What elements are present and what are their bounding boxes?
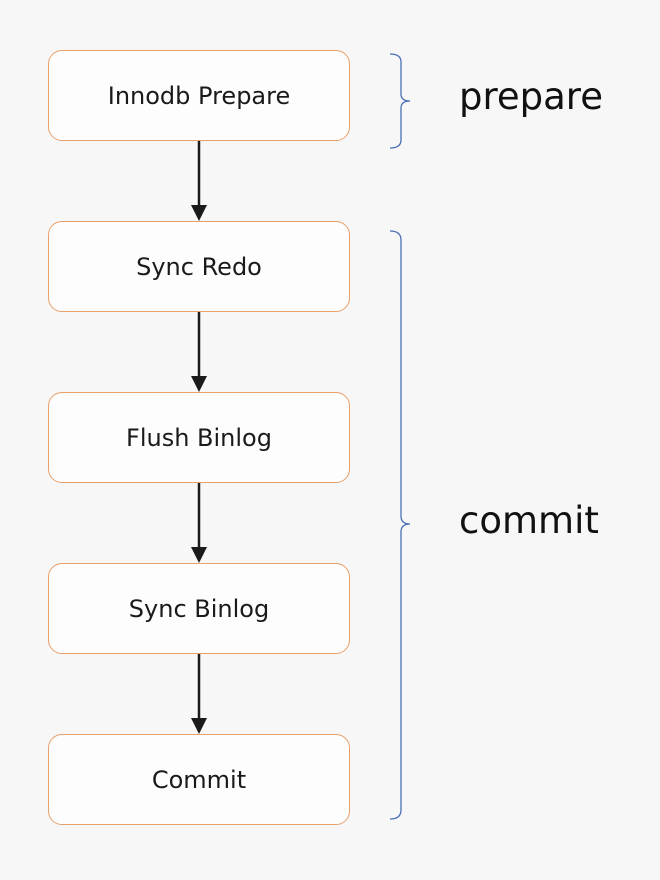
step-commit: Commit (48, 734, 350, 825)
step-sync-redo: Sync Redo (48, 221, 350, 312)
arrowhead-4 (191, 718, 207, 734)
phase-label-commit: commit (459, 499, 599, 542)
step-label: Flush Binlog (126, 423, 272, 452)
arrowhead-2 (191, 376, 207, 392)
prepare-brace (389, 53, 411, 149)
phase-label-prepare: prepare (459, 75, 603, 118)
step-label: Commit (151, 765, 247, 794)
step-label: Innodb Prepare (107, 81, 291, 110)
step-flush-binlog: Flush Binlog (48, 392, 350, 483)
arrowhead-1 (191, 205, 207, 221)
step-label: Sync Binlog (128, 594, 270, 623)
step-label: Sync Redo (136, 252, 262, 281)
arrowhead-3 (191, 547, 207, 563)
commit-brace (389, 230, 411, 820)
step-innodb-prepare: Innodb Prepare (48, 50, 350, 141)
step-sync-binlog: Sync Binlog (48, 563, 350, 654)
